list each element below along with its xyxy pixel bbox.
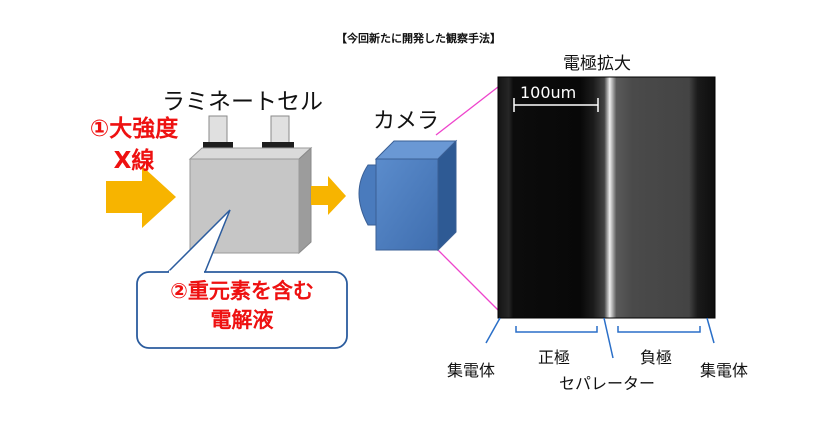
zoom-connector-bottom — [435, 247, 499, 311]
negative-electrode-label: 負極 — [640, 348, 673, 367]
current-collector-left-label: 集電体 — [447, 361, 496, 380]
callout-box — [136, 271, 348, 349]
callout-line2: 電解液 — [210, 308, 274, 332]
scale-bar — [513, 98, 599, 112]
camera-icon — [358, 139, 458, 252]
laminate-cell-icon — [188, 115, 313, 255]
current-collector-right-label: 集電体 — [700, 361, 749, 380]
page-title: 【今回新たに開発した観察手法】 — [336, 32, 501, 45]
xray-label-line2: X線 — [113, 148, 155, 174]
callout-text: ②重元素を含む 電解液 — [137, 277, 347, 335]
positive-electrode-label: 正極 — [538, 348, 571, 367]
xray-label-line1: ①大強度 — [89, 116, 179, 142]
camera-label: カメラ — [373, 109, 440, 134]
xray-arrow — [106, 166, 176, 228]
zoom-title: 電極拡大 — [563, 54, 631, 74]
separator-label: セパレーター — [559, 374, 656, 393]
laminate-cell-label: ラミネートセル — [162, 89, 323, 115]
scale-bar-label: 100um — [520, 83, 577, 102]
xray-label: ①大強度 X線 — [74, 113, 194, 177]
zoom-connector-top — [435, 86, 499, 136]
label-brackets — [485, 317, 715, 359]
cell-to-camera-arrow — [311, 176, 346, 215]
electrode-micrograph — [498, 77, 715, 318]
callout-line1: ②重元素を含む — [170, 279, 314, 303]
